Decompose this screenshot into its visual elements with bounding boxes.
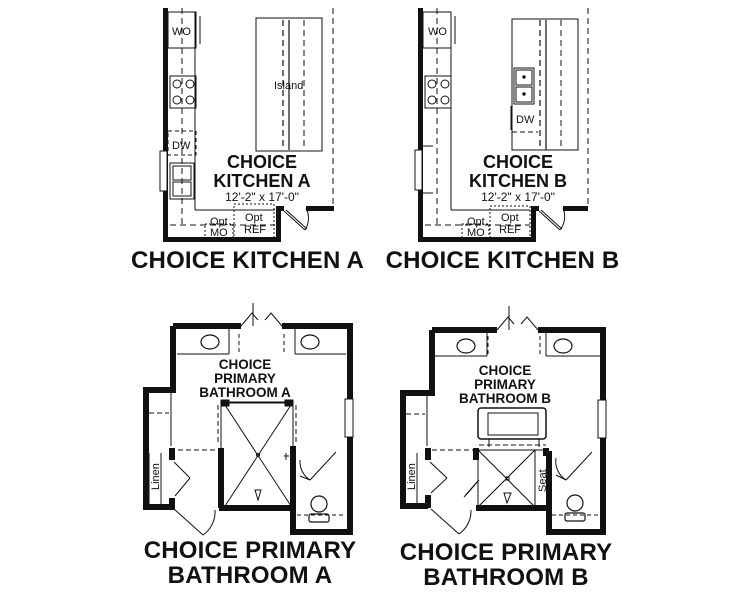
room-label: KITCHEN B (469, 171, 567, 191)
room-label: CHOICE (483, 152, 553, 172)
room-label: PRIMARY (474, 377, 536, 392)
room-label: BATHROOM B (459, 391, 551, 406)
wall-oven-label: WO (428, 26, 447, 38)
opt-mo-label: MO (210, 227, 228, 239)
caption-kitchen-a: CHOICE KITCHEN A (131, 247, 364, 274)
linen-label: Linen (150, 463, 162, 490)
caption-bathroom-a: CHOICE PRIMARY BATHROOM A (130, 538, 370, 588)
room-label: PRIMARY (214, 371, 276, 386)
island-label: Island (274, 80, 303, 92)
caption-kitchen-b: CHOICE KITCHEN B (385, 247, 620, 274)
opt-ref-label: Opt (245, 212, 263, 224)
room-dimensions: 12'-2" x 17'-0" (225, 190, 299, 204)
kitchen-b-labels: WO DW CHOICE KITCHEN B 12'-2" x 17'-0" O… (428, 26, 567, 239)
caption-line: BATHROOM A (167, 562, 333, 589)
opt-ref-label: Opt (501, 212, 519, 224)
bathroom-b-plan (400, 306, 607, 535)
opt-mo-label: MO (467, 227, 485, 239)
kitchen-a-labels: WO Island DW CHOICE KITCHEN A 12'-2" x 1… (172, 26, 311, 239)
room-dimensions: 12'-2" x 17'-0" (481, 190, 555, 204)
room-label: CHOICE (479, 363, 532, 378)
kitchen-b-plan (414, 8, 589, 242)
opt-mo-label: Opt (467, 216, 485, 228)
dishwasher-label: DW (172, 140, 191, 152)
opt-ref-label: REF (244, 224, 266, 236)
bathroom-a-plan (143, 303, 354, 536)
seat-label: Seat (537, 469, 549, 492)
opt-mo-label: Opt (210, 216, 228, 228)
caption-bathroom-b: CHOICE PRIMARY BATHROOM B (386, 540, 626, 590)
caption-line: BATHROOM B (423, 564, 589, 591)
wall-oven-label: WO (172, 26, 191, 38)
dishwasher-label: DW (516, 114, 535, 126)
room-label: CHOICE (227, 152, 297, 172)
bathroom-b-labels: CHOICE PRIMARY BATHROOM B Linen Seat (406, 363, 551, 492)
caption-line: CHOICE PRIMARY (399, 539, 613, 566)
bathroom-a-labels: CHOICE PRIMARY BATHROOM A Linen (150, 357, 291, 490)
room-label: KITCHEN A (213, 171, 310, 191)
room-label: CHOICE (219, 357, 272, 372)
caption-line: CHOICE PRIMARY (143, 537, 357, 564)
linen-label: Linen (406, 463, 418, 490)
opt-ref-label: REF (499, 224, 521, 236)
kitchen-a-plan (159, 8, 334, 242)
room-label: BATHROOM A (199, 385, 291, 400)
